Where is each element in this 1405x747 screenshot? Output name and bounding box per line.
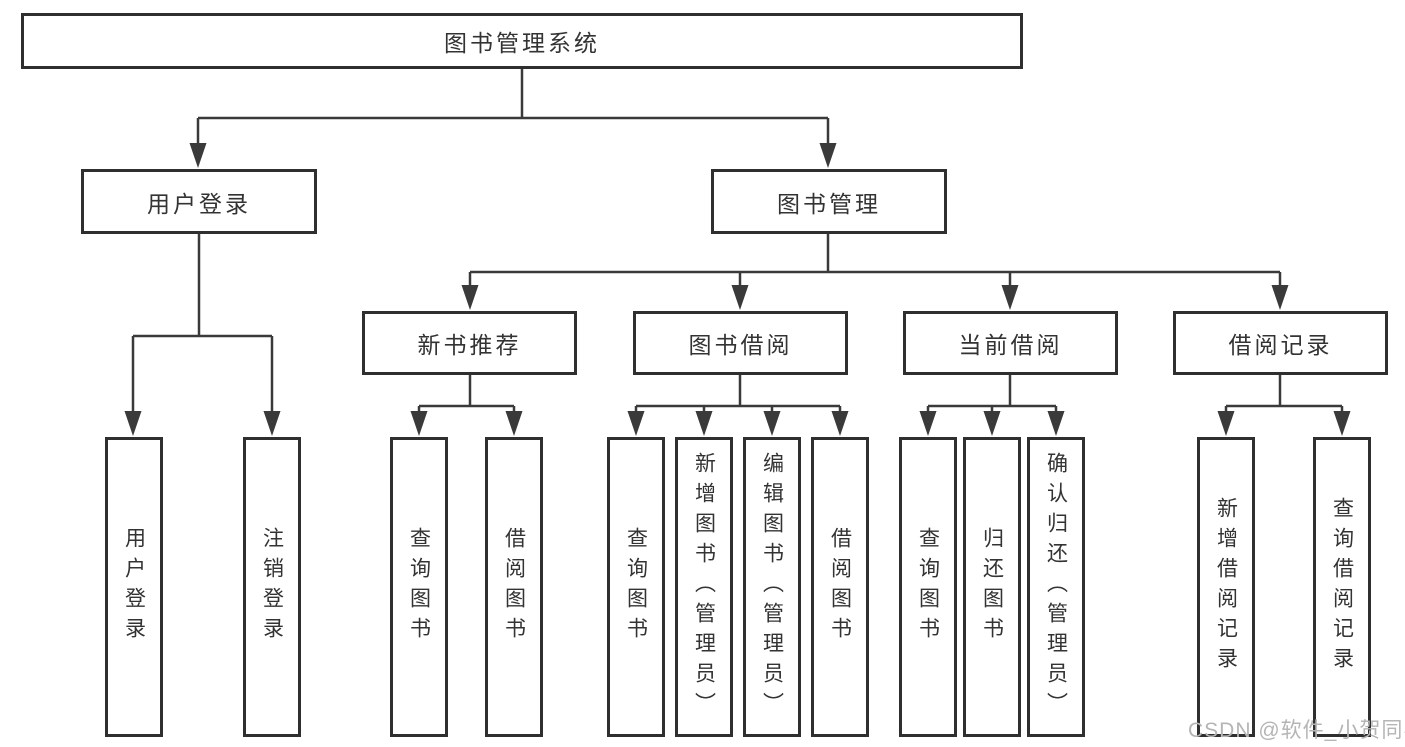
leaf-add-book-admin: 新增图书（管理员） bbox=[675, 437, 733, 737]
node-label: 新增借阅记录 bbox=[1214, 497, 1238, 677]
node-label: 图书管理系统 bbox=[444, 30, 600, 56]
node-borrowing-records: 借阅记录 bbox=[1173, 311, 1388, 375]
leaf-query-books-borrowing: 查询图书 bbox=[607, 437, 665, 737]
leaf-borrow-books: 借阅图书 bbox=[811, 437, 869, 737]
node-label: 图书管理 bbox=[777, 190, 881, 217]
node-label: 归还图书 bbox=[980, 527, 1004, 647]
connector-borrowing-records-children bbox=[1217, 375, 1351, 436]
leaf-query-borrow-record: 查询借阅记录 bbox=[1313, 437, 1371, 737]
node-label: 查询图书 bbox=[916, 527, 940, 647]
connector-book-management-children bbox=[461, 234, 1289, 310]
node-label: 新增图书（管理员） bbox=[692, 452, 716, 722]
node-label: 当前借阅 bbox=[958, 332, 1063, 358]
node-label: 借阅图书 bbox=[502, 527, 526, 647]
connector-user-login-children bbox=[124, 234, 281, 436]
connector-book-borrowing-children bbox=[627, 375, 849, 436]
node-label: 查询图书 bbox=[624, 527, 648, 647]
leaf-user-login: 用户登录 bbox=[105, 437, 163, 737]
leaf-confirm-return-admin: 确认归还（管理员） bbox=[1027, 437, 1085, 737]
node-book-management: 图书管理 bbox=[711, 169, 947, 234]
leaf-add-borrow-record: 新增借阅记录 bbox=[1197, 437, 1255, 737]
node-label: 图书借阅 bbox=[688, 332, 793, 358]
node-label: 编辑图书（管理员） bbox=[760, 452, 784, 722]
node-label: 借阅图书 bbox=[828, 527, 852, 647]
leaf-logout: 注销登录 bbox=[243, 437, 301, 737]
leaf-query-books-recommend: 查询图书 bbox=[390, 437, 448, 737]
node-label: 用户登录 bbox=[122, 527, 146, 647]
node-label: 确认归还（管理员） bbox=[1044, 452, 1068, 722]
node-current-borrowing: 当前借阅 bbox=[903, 311, 1118, 375]
node-book-borrowing: 图书借阅 bbox=[633, 311, 848, 375]
node-new-book-recommendation: 新书推荐 bbox=[362, 311, 577, 375]
connector-new-book-recommendation-children bbox=[410, 375, 523, 436]
leaf-borrow-books-recommend: 借阅图书 bbox=[485, 437, 543, 737]
leaf-return-book: 归还图书 bbox=[963, 437, 1021, 737]
connector-root-to-level2 bbox=[189, 69, 837, 168]
watermark: CSDN @软件_小贺同学 bbox=[1188, 719, 1405, 742]
connector-current-borrowing-children bbox=[919, 375, 1065, 436]
leaf-edit-book-admin: 编辑图书（管理员） bbox=[743, 437, 801, 737]
node-user-login: 用户登录 bbox=[81, 169, 317, 234]
node-label: 借阅记录 bbox=[1228, 332, 1333, 358]
node-label: 查询图书 bbox=[407, 527, 431, 647]
node-label: 新书推荐 bbox=[417, 332, 522, 358]
node-library-management-system: 图书管理系统 bbox=[21, 13, 1023, 69]
leaf-query-books-current: 查询图书 bbox=[899, 437, 957, 737]
node-label: 注销登录 bbox=[260, 527, 284, 647]
node-label: 用户登录 bbox=[147, 190, 251, 217]
node-label: 查询借阅记录 bbox=[1330, 497, 1354, 677]
